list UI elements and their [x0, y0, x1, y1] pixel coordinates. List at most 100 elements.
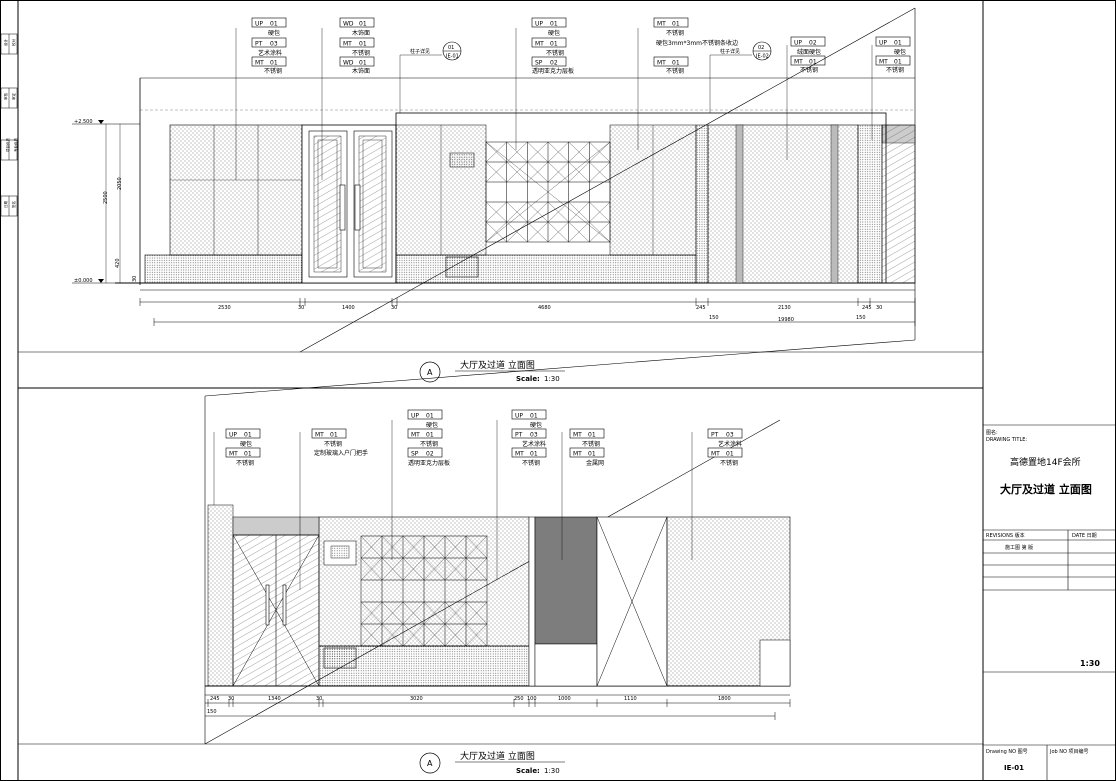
- dimension-value: 245: [696, 305, 706, 311]
- callout-code: UP: [255, 21, 263, 28]
- title-block: 图名: DRAWING TITLE: 高德置地14F会所 大厅及过道 立面图 R…: [983, 424, 1116, 781]
- callout-tag: MT 01 不锈钢: [790, 55, 826, 74]
- door-swing: [232, 534, 320, 687]
- callout-num: 03: [726, 432, 734, 439]
- callout-tag: UP 01 硬包: [531, 17, 567, 37]
- callout-desc: 不锈钢: [352, 49, 370, 57]
- callout-tag: SP 02 透明亚克力层板: [407, 447, 450, 467]
- door-handle-icon: [282, 584, 287, 626]
- callout-desc: 不锈钢: [236, 459, 254, 467]
- height-dim: 420: [115, 258, 121, 268]
- callout-tag: WD 01 木饰面: [339, 17, 375, 37]
- dimension-value: 1800: [718, 696, 731, 702]
- margin-label-boxes: [0, 33, 18, 217]
- callout-tag: SP 02 透明亚克力层板: [531, 56, 574, 75]
- scale-prefix: Scale:: [516, 767, 540, 775]
- callout-code: MT: [879, 59, 888, 66]
- margin-label: 签名: [11, 201, 16, 208]
- callout-code: MT: [229, 451, 238, 458]
- callout-code: MT: [315, 432, 324, 439]
- dimension-value: 1340: [268, 696, 281, 702]
- elevation-marker-label: A: [427, 368, 433, 377]
- margin-label: 专业负责: [13, 138, 18, 152]
- margin-label: 审核: [3, 93, 8, 100]
- bottom-elevation: UP 01 硬包 MT 01 不锈钢 MT 01 不锈钢 定制玻璃入户门把手 U…: [205, 409, 791, 775]
- callout-tag: PT 03 艺术涂料: [511, 428, 547, 448]
- callout-num: 01: [550, 21, 558, 28]
- margin-label: 校对: [11, 39, 16, 46]
- callout-code: UP: [515, 413, 523, 420]
- margin-label: 日期: [3, 201, 8, 208]
- callout-tag: PT 03 艺术涂料: [251, 37, 287, 57]
- callout-code: UP: [794, 40, 802, 47]
- callout-desc: 硬包3mm*3mm不锈钢条收边: [656, 39, 738, 47]
- callout-tag: MT 01 不锈钢: [653, 56, 689, 75]
- job-no-label: Job NO 项目编号: [1049, 748, 1089, 755]
- callout-code: MT: [515, 451, 524, 458]
- detail-ref-bottom: IE-01: [446, 54, 459, 60]
- elevation-title-top: A 大厅及过道 立面图 Scale: 1:30: [419, 359, 565, 383]
- drawing-title-label: 图名:: [986, 429, 998, 436]
- level-label: ±0.000: [74, 278, 93, 284]
- callout-code: MT: [657, 60, 666, 67]
- callout-num: 01: [359, 21, 367, 28]
- door-handle-icon: [339, 184, 346, 231]
- door-leaf-left: [308, 130, 348, 278]
- callout-code: UP: [229, 432, 237, 439]
- margin-labels: 设计 校对 审核 审定 项目负责 专业负责 日期 签名: [3, 39, 18, 208]
- callout-tag: MT 01 不锈钢: [875, 55, 911, 74]
- base-panel-left: [144, 254, 303, 284]
- callout-code: MT: [255, 60, 264, 67]
- callout-num: 02: [550, 60, 558, 67]
- callout-tag: MT 01 不锈钢: [569, 428, 605, 448]
- elevation-marker-icon: [419, 361, 441, 383]
- elevation-marker-icon: [419, 752, 441, 774]
- dimension-value: 30: [876, 305, 882, 311]
- callout-desc: 硬包: [240, 440, 252, 448]
- dimension-chain-bottom: 245 30 1340 30 3020 250 100 1000 1110 18…: [205, 696, 791, 720]
- callout-num: 01: [426, 413, 434, 420]
- detail-ref-bottom: IE-02: [756, 54, 769, 60]
- callout-code: MT: [711, 451, 720, 458]
- callout-desc: 硬包: [548, 29, 560, 37]
- callout-num: 01: [672, 60, 680, 67]
- callout-num: 01: [672, 21, 680, 28]
- callout-leaders: [213, 420, 693, 590]
- niche-lower: [445, 256, 479, 278]
- dimension-value: 245: [862, 305, 872, 311]
- elevation-marker-label: A: [427, 759, 433, 768]
- wall-cutout: [759, 639, 791, 687]
- height-dim: 2500: [103, 191, 109, 204]
- detail-ref-label: 柱子详见: [720, 48, 740, 55]
- column-right: [857, 124, 883, 284]
- title-block-scale: 1:30: [1080, 659, 1100, 668]
- callout-code: UP: [879, 40, 887, 47]
- dimension-value: 1000: [558, 696, 571, 702]
- niche-upper: [449, 152, 475, 168]
- callout-code: MT: [573, 451, 582, 458]
- dimension-value: 30: [391, 305, 397, 311]
- callout-code: MT: [411, 432, 420, 439]
- callout-desc: 硬包: [894, 48, 906, 56]
- elevation-title: 大厅及过道 立面图: [460, 359, 535, 371]
- callout-tag: MT 01 不锈钢: [707, 447, 743, 467]
- level-markers: +2.500 ±0.000 2500 2050 420 30: [72, 119, 140, 284]
- dimension-value: 30: [228, 696, 234, 702]
- drawing-title: 大厅及过道 立面图: [1000, 482, 1092, 496]
- height-dim: 30: [132, 276, 138, 282]
- display-shelf-grid: [485, 141, 611, 243]
- callout-desc: 不锈钢: [324, 440, 342, 448]
- callout-code: WD: [343, 60, 354, 67]
- steel-strip: [830, 124, 839, 284]
- column-left: [207, 504, 234, 687]
- door-grain-right: [358, 135, 387, 273]
- niche-lower: [323, 647, 357, 669]
- scale-value: 1:30: [544, 767, 560, 775]
- drawing-number: IE-01: [1004, 764, 1024, 772]
- callout-desc: 金属网: [586, 459, 604, 467]
- dimension-value: 100: [527, 696, 537, 702]
- callout-code: MT: [573, 432, 582, 439]
- drawing-title-label-en: DRAWING TITLE:: [986, 437, 1027, 443]
- level-label: +2.500: [74, 119, 93, 125]
- callout-num: 01: [426, 432, 434, 439]
